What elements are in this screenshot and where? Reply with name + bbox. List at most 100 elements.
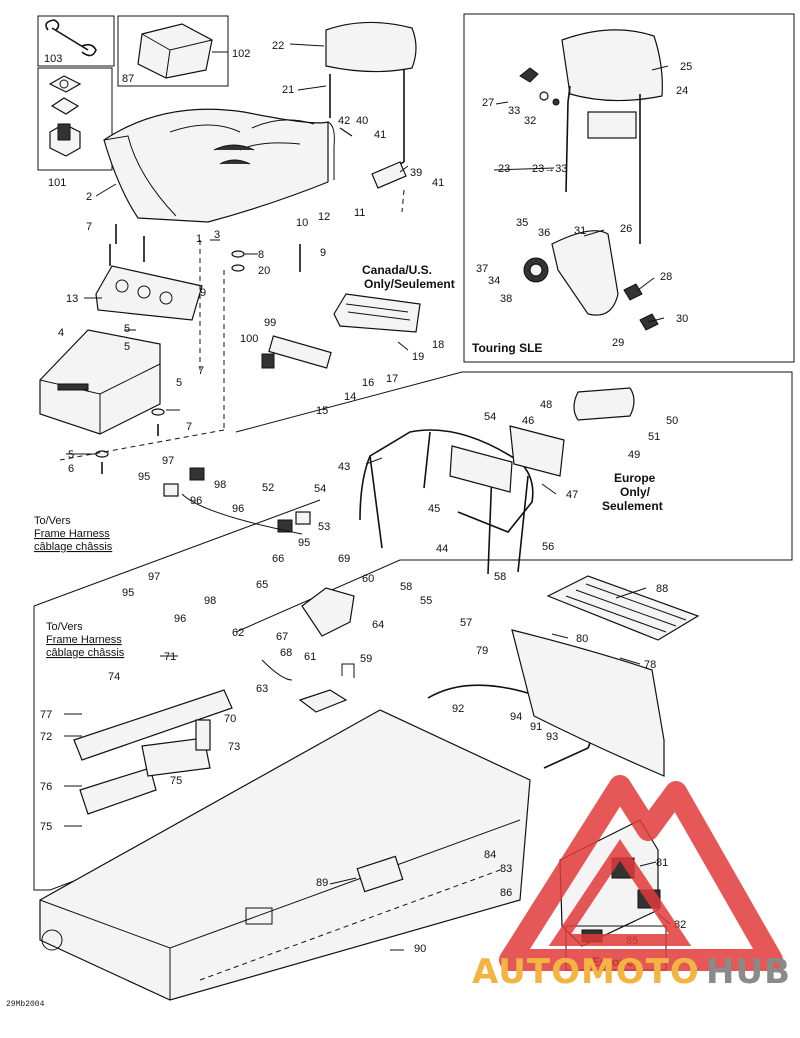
- callout-93: 93: [546, 731, 558, 743]
- callout-91: 91: [530, 721, 542, 733]
- callout-76: 76: [40, 781, 52, 793]
- callout-21: 21: [282, 84, 294, 96]
- callout-1: 1: [196, 233, 202, 245]
- drawing-code: 29Mb2004: [6, 1000, 45, 1009]
- callout-69: 69: [338, 553, 350, 565]
- callout-34: 34: [488, 275, 500, 287]
- note-harness1-line3: câblage châssis: [34, 541, 113, 553]
- callout-5a: 5: [124, 323, 130, 335]
- callout-13: 13: [66, 293, 78, 305]
- callout-30: 30: [676, 313, 688, 325]
- watermark-word-hub: HUB: [706, 952, 791, 992]
- note-harness2-line2: Frame Harness: [46, 634, 122, 646]
- callout-78: 78: [644, 659, 656, 671]
- callout-72: 72: [40, 731, 52, 743]
- note-harness1-line2: Frame Harness: [34, 528, 110, 540]
- inset-103: [37, 15, 115, 67]
- callout-17: 17: [386, 373, 398, 385]
- touring-backrest: [519, 29, 663, 331]
- callout-96b: 96: [232, 503, 244, 515]
- callout-61: 61: [304, 651, 316, 663]
- callout-54b: 54: [314, 483, 326, 495]
- inset-touring-sle: [463, 13, 795, 363]
- callout-58a: 58: [494, 571, 506, 583]
- watermark-word-automoto: AUTOMOTO: [472, 952, 700, 992]
- guide-lines: [59, 189, 405, 461]
- note-europe-line1: Europe: [614, 471, 656, 485]
- taillight-canada: [261, 293, 421, 369]
- callout-73: 73: [228, 741, 240, 753]
- callout-35: 35: [516, 217, 528, 229]
- callout-48: 48: [540, 399, 552, 411]
- callout-8: 8: [258, 249, 264, 261]
- snow-flap: [511, 629, 665, 777]
- tray-bracket: [95, 224, 203, 321]
- callout-100: 100: [240, 333, 258, 345]
- callout-95a: 95: [138, 471, 150, 483]
- storage-box-4: [39, 329, 161, 435]
- note-part-range: 23→33: [532, 163, 567, 175]
- callout-83: 83: [500, 863, 512, 875]
- callout-88: 88: [656, 583, 668, 595]
- callout-54a: 54: [484, 411, 496, 423]
- backrest: [325, 21, 417, 189]
- callout-84: 84: [484, 849, 496, 861]
- callout-44: 44: [436, 543, 448, 555]
- callout-45: 45: [428, 503, 440, 515]
- chassis-tunnel: [39, 709, 531, 1001]
- callout-labels: 103 102 87 101 22 21 42 40 41 39 41 2 1 …: [40, 40, 692, 955]
- callout-9b: 9: [200, 287, 206, 299]
- callout-64: 64: [372, 619, 384, 631]
- callout-27: 27: [482, 97, 494, 109]
- callout-97a: 97: [162, 455, 174, 467]
- callout-41b: 41: [432, 177, 444, 189]
- note-harness1-line1: To/Vers: [34, 515, 71, 527]
- callout-12: 12: [318, 211, 330, 223]
- callout-20: 20: [258, 265, 270, 277]
- callout-63: 63: [256, 683, 268, 695]
- callout-37: 37: [476, 263, 488, 275]
- callout-14: 14: [344, 391, 356, 403]
- callout-98a: 98: [214, 479, 226, 491]
- callout-11: 11: [354, 207, 365, 219]
- callout-2: 2: [86, 191, 92, 203]
- callout-38: 38: [500, 293, 512, 305]
- callout-32: 32: [524, 115, 536, 127]
- note-europe-line3: Seulement: [602, 499, 663, 513]
- callout-43: 43: [338, 461, 350, 473]
- callout-6: 6: [68, 463, 74, 475]
- callout-5b: 5: [124, 341, 130, 353]
- rack-panel-outline: [235, 371, 793, 633]
- callout-4: 4: [58, 327, 64, 339]
- note-touring-sle: Touring SLE: [472, 341, 542, 355]
- callout-9a: 9: [320, 247, 326, 259]
- callout-98b: 98: [204, 595, 216, 607]
- callout-40: 40: [356, 115, 368, 127]
- callout-23: 23: [498, 163, 510, 175]
- callout-56: 56: [542, 541, 554, 553]
- inset-101: [37, 67, 113, 171]
- callout-36: 36: [538, 227, 550, 239]
- callout-74: 74: [108, 671, 120, 683]
- leader-lines: [64, 43, 671, 951]
- fasteners-left: [95, 244, 301, 474]
- callout-49: 49: [628, 449, 640, 461]
- callout-28: 28: [660, 271, 672, 283]
- note-europe-line2: Only/: [620, 485, 651, 499]
- callout-86: 86: [500, 887, 512, 899]
- callout-77: 77: [40, 709, 52, 721]
- callout-101: 101: [48, 177, 66, 189]
- callout-3: 3: [214, 229, 220, 241]
- callout-103: 103: [44, 53, 62, 65]
- license-bracket: [261, 587, 355, 713]
- plates-lower: [73, 689, 233, 815]
- callout-96c: 96: [174, 613, 186, 625]
- callout-70: 70: [224, 713, 236, 725]
- seat-assembly: [103, 108, 335, 223]
- callout-87: 87: [122, 73, 134, 85]
- callout-55: 55: [420, 595, 432, 607]
- callout-65: 65: [256, 579, 268, 591]
- callout-5c: 5: [176, 377, 182, 389]
- callout-89: 89: [316, 877, 328, 889]
